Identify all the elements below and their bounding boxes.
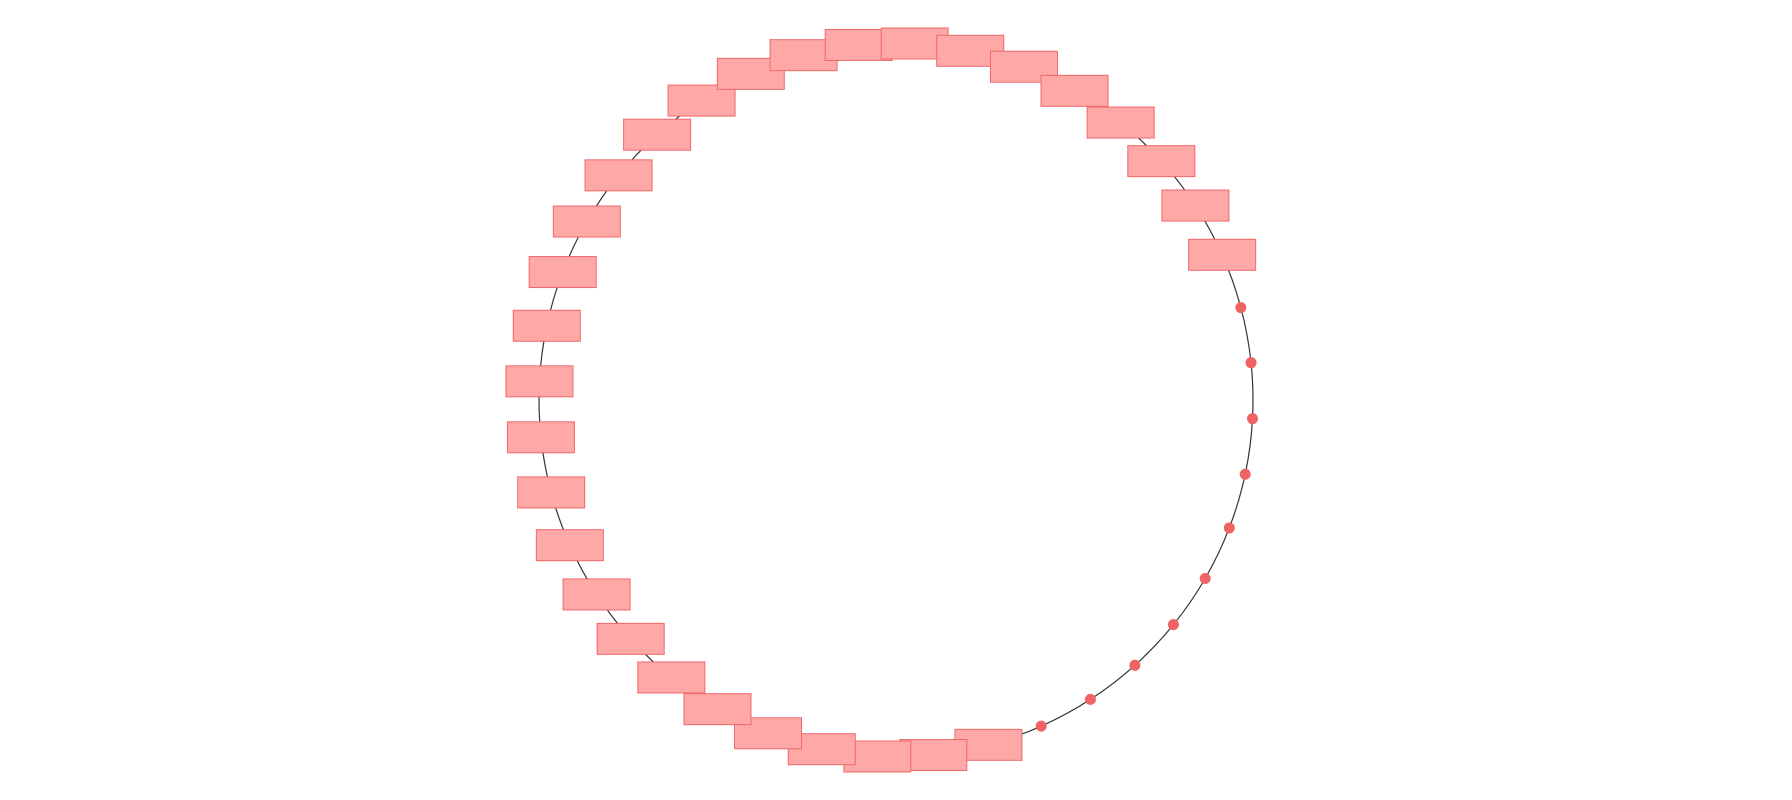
rect-node (584, 159, 653, 192)
rect-node (1188, 238, 1257, 271)
rect-node (1086, 106, 1155, 139)
rect-node (623, 118, 692, 151)
rect-node (637, 661, 706, 694)
dot-node (1129, 659, 1141, 671)
rect-node (552, 205, 621, 238)
rect-node (517, 476, 586, 509)
dot-node (1084, 693, 1096, 705)
rect-node (562, 578, 631, 611)
dot-node (1239, 468, 1251, 480)
rect-node (596, 622, 665, 655)
rect-node (667, 84, 736, 117)
dot-node (1199, 573, 1211, 584)
dot-node (1223, 522, 1235, 534)
rect-node (506, 421, 575, 454)
rect-node (512, 309, 581, 342)
rect-node (683, 693, 752, 726)
dot-node (1167, 619, 1179, 631)
rect-node (505, 365, 574, 398)
dot-node (1035, 720, 1047, 732)
node-layer (505, 27, 1259, 773)
rect-node (1040, 74, 1109, 107)
dot-node (1235, 302, 1247, 314)
dot-node (1245, 357, 1257, 369)
rect-node (1161, 189, 1230, 222)
dot-node (1247, 413, 1259, 425)
rect-node (1127, 145, 1196, 178)
rect-node (528, 256, 597, 289)
rect-node (535, 529, 604, 562)
